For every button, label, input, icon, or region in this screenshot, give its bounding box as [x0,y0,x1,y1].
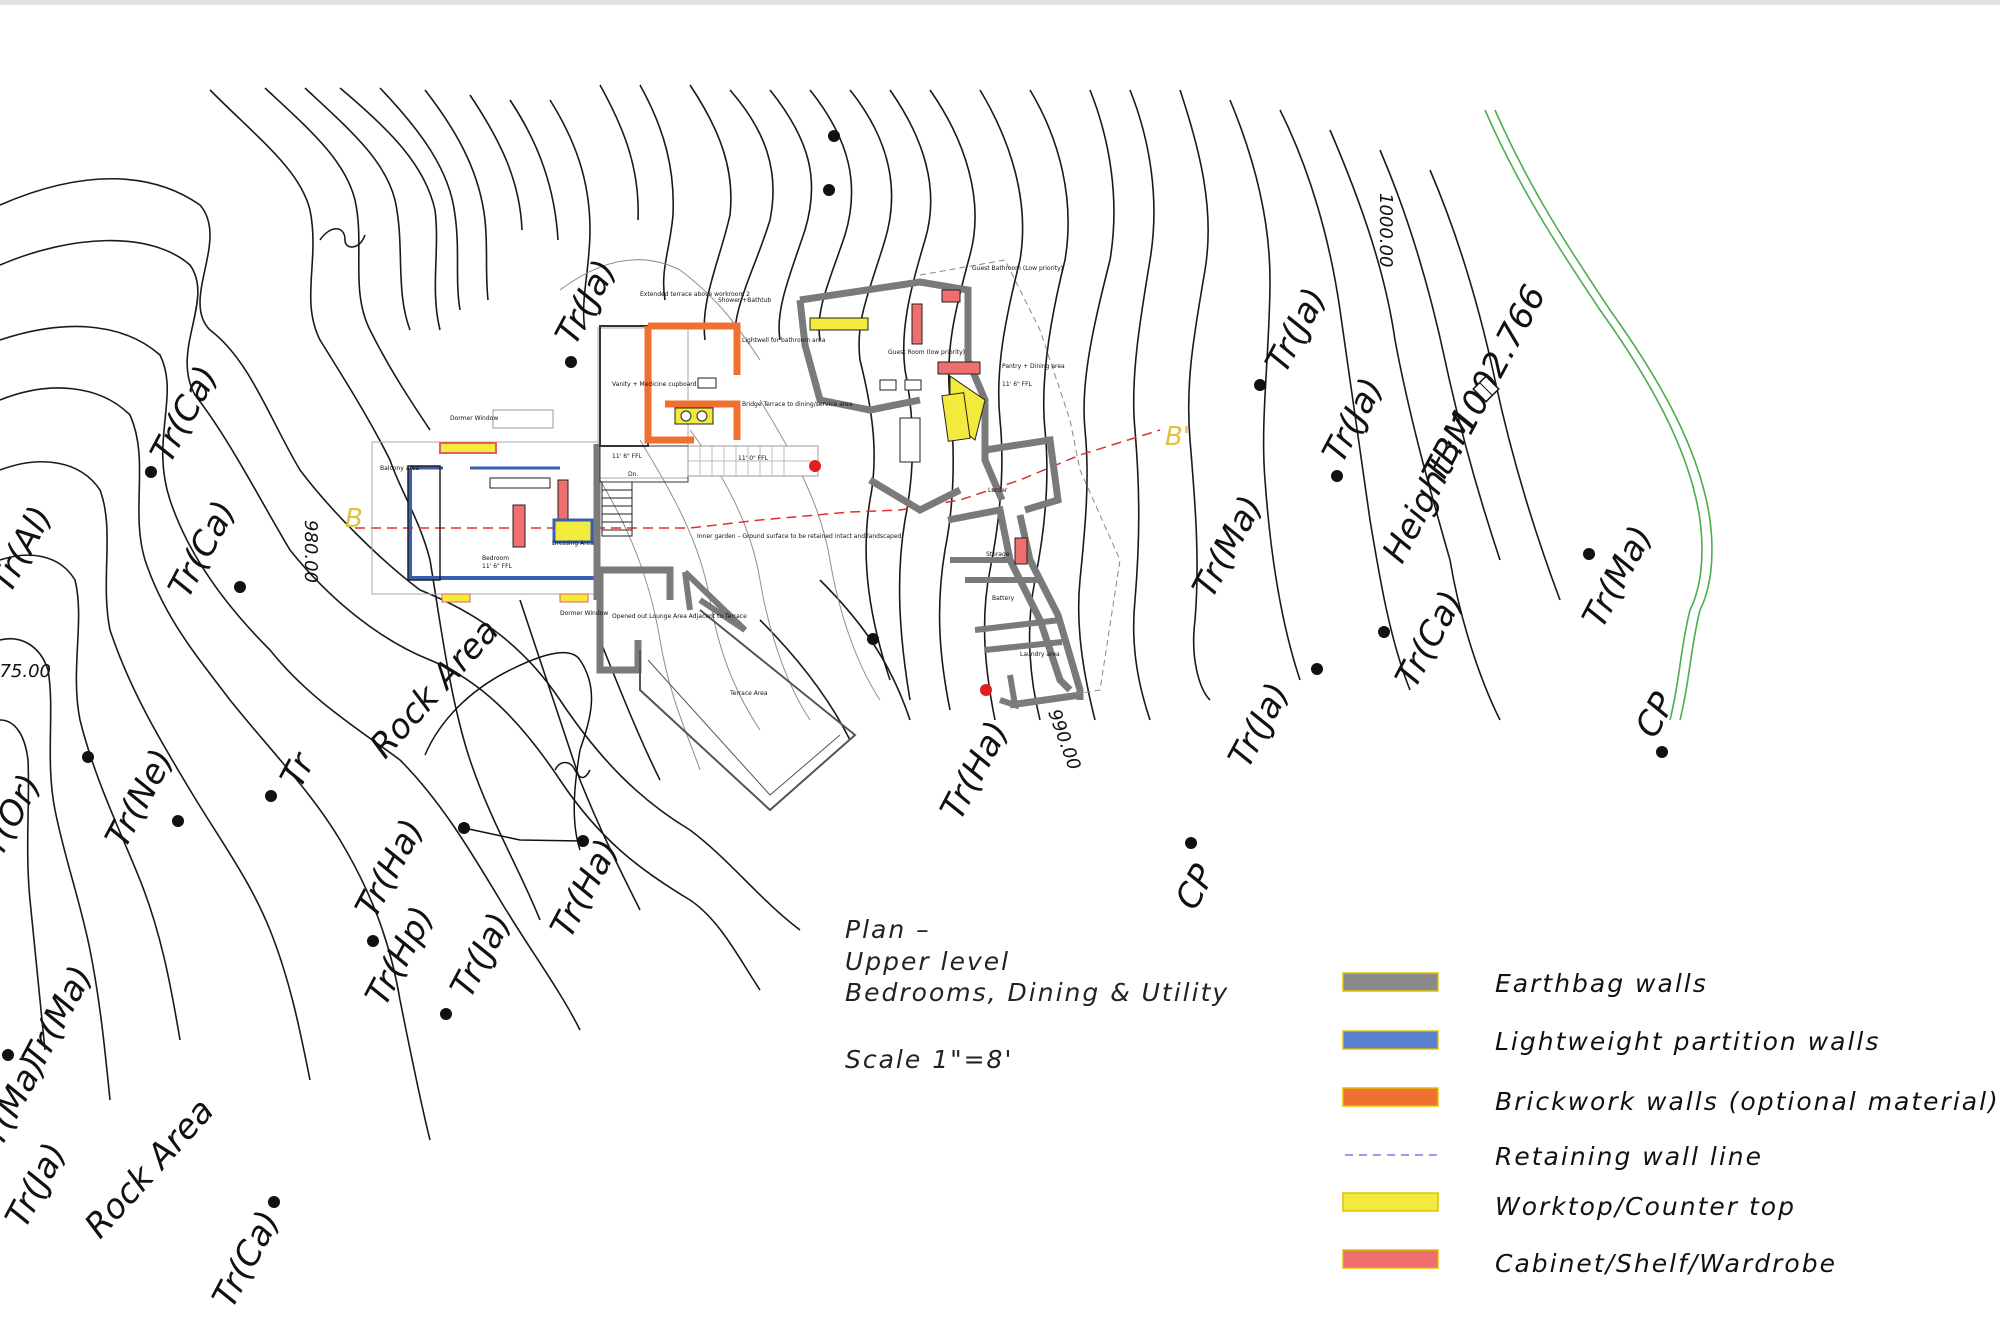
room-bedroom-ffl: 11' 6" FFL [482,563,513,570]
room-dormer-window-2: Dormer Window [560,610,608,617]
tbm-symbol [1472,375,1500,403]
legend-label-earthbag: Earthbag walls [1495,969,1708,998]
label-tr-al: Tr(Al) [0,500,61,599]
room-bedroom: Bedroom [482,555,509,562]
room-laundry: Laundry area [1020,651,1060,658]
legend-label-retaining: Retaining wall line [1495,1142,1763,1171]
room-bridge: Bridge Terrace to dining/service area [742,401,853,408]
label-tr: Tr [273,745,324,794]
label-tr-ja-4: Tr(Ja) [1221,676,1298,774]
room-storage: Storage [986,551,1010,558]
room-battery: Battery [992,595,1015,602]
plan-title-block: Plan – Upper level Bedrooms, Dining & Ut… [845,915,1229,1074]
label-tr-or: Tr(Or) [0,768,50,875]
legend-swatch-brickwork [1342,1087,1439,1107]
room-terrace: Terrace Area [729,690,768,697]
section-line-b-b-prime [355,429,1161,529]
legend-label-brickwork: Brickwork walls (optional material) [1495,1087,2000,1116]
label-tr-ha-3: Tr(Ha) [933,715,1018,827]
room-labels: Balcony area Dormer Window Dormer Window… [380,265,1065,697]
room-lounge: Opened out Lounge Area Adjacent to Terra… [612,613,747,620]
legend-swatch-worktop [1342,1192,1439,1212]
label-cp-1: CP [1168,858,1224,916]
label-section-b-prime: B' [1165,422,1190,452]
label-section-b: B [345,504,363,534]
room-inner-garden: Inner garden – Ground surface to be reta… [697,533,902,540]
top-border [0,0,2000,5]
label-contour-975: 975.00 [0,661,51,682]
label-rock-area-2: Rock Area [77,1091,222,1246]
room-balcony: Balcony area [380,465,419,472]
label-tr-ja-6: Tr(Ja) [0,1136,75,1234]
plan-title-line-2: Upper level [845,947,1010,976]
contour-lines-faint [559,259,881,771]
room-dressing: Dressing Area [552,540,594,547]
legend-swatch-cabinet [1342,1249,1439,1269]
label-height: Height : 1002.766 [1375,279,1555,569]
legend-label-worktop: Worktop/Counter top [1495,1192,1796,1221]
room-lightwell: Lightwell for bathroom area [742,337,826,344]
legend-swatch-earthbag [1342,972,1439,992]
label-contour-980: 980.00 [300,520,321,583]
legend-swatch-lightweight [1342,1030,1439,1050]
legend-label-cabinet: Cabinet/Shelf/Wardrobe [1495,1249,1837,1278]
label-tr-ma-2: Tr(Ma) [1575,519,1661,634]
plan-scale: Scale 1"=8' [845,1045,1013,1074]
label-tr-ca-4: Tr(Ca) [205,1204,289,1314]
site-boundary [1484,109,1713,721]
site-labels: Tr(Ja) Tr(Ja) Tr(Ja) Tr(Ja) Tr(Ja) Tr(Ja… [0,193,1684,1314]
room-ffl-1: 11' 6" FFL [612,453,643,460]
label-tr-ja-5: Tr(Ja) [443,906,520,1004]
plan-title-line-1: Plan – [845,915,931,944]
label-tr-ca-1: Tr(Ca) [143,359,227,469]
room-dormer-window-1: Dormer Window [450,415,498,422]
label-rock-area-1: Rock Area [362,611,507,766]
room-larder: Larder [988,487,1008,494]
room-extended-terrace: Extended terrace above workroom 2 [640,291,750,298]
plan-title-line-3: Bedrooms, Dining & Utility [845,978,1229,1007]
room-pantry: Pantry + Dining area [1002,363,1065,370]
building-plan [371,259,1121,812]
room-guest: Guest Room (low priority) [888,349,965,356]
rock-area-outline [319,228,593,851]
room-dn: Dn. [628,471,638,478]
room-ffl-2: 11' 0" FFL [738,455,769,462]
legend-label-lightweight: Lightweight partition walls [1495,1027,1880,1056]
room-shower: Shower +Bathtub [718,297,771,304]
label-tr-ne: Tr(Ne) [98,743,183,854]
label-contour-1000: 1000.00 [1375,193,1396,267]
label-tr-ha-2: Tr(Ha) [543,833,628,945]
label-tr-ja-3: Tr(Ja) [1315,371,1392,469]
label-contour-990: 990.00 [1043,707,1084,773]
label-tr-ja-1: Tr(Ja) [548,253,625,351]
room-vanity: Vanity + Medicine cupboard [612,381,697,388]
room-pantry-ffl: 11' 6" FFL [1002,381,1033,388]
contour-lines [0,84,1561,1141]
label-tr-ca-3: Tr(Ca) [1388,584,1472,694]
tree-markers [2,130,1668,1208]
room-guest-bathroom: Guest Bathroom (Low priority) [972,265,1063,272]
legend: Earthbag walls Lightweight partition wal… [1342,969,2000,1278]
